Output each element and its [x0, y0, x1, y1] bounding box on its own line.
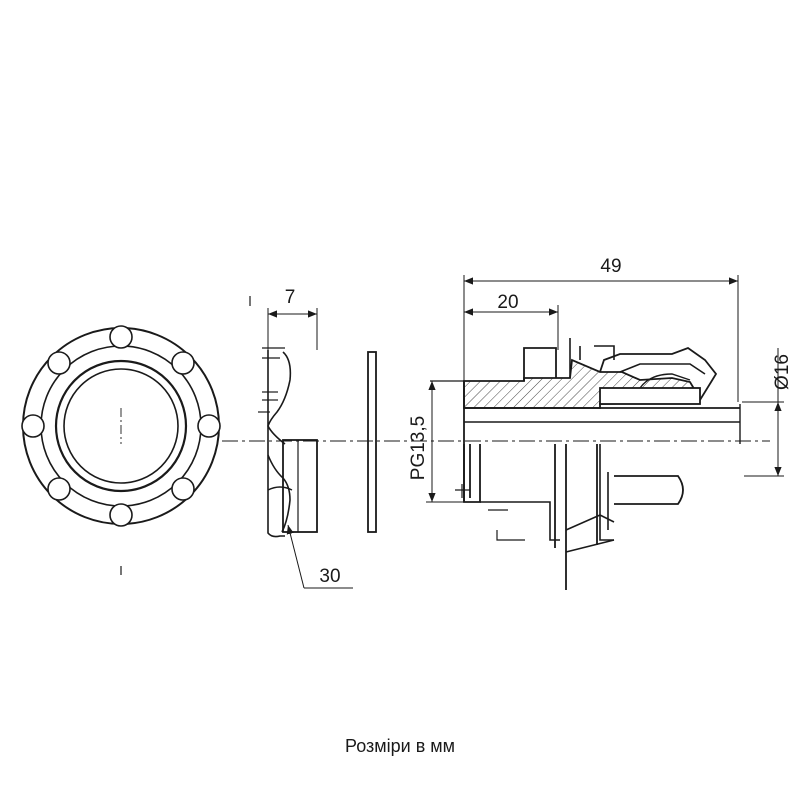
dimension-length-49-label: 49 [600, 256, 621, 277]
dimension-rib-30-label: 30 [319, 566, 340, 587]
front-view [21, 325, 221, 575]
dimension-width-7-label: 7 [285, 287, 296, 308]
dimension-length-20-label: 20 [497, 292, 518, 313]
dimension-thread-pg-label: PG13,5 [408, 416, 429, 480]
units-caption: Розміри в мм [344, 736, 456, 756]
dimension-diameter-16-label: Ø16 [772, 354, 793, 390]
dimension-length-49: 49 [463, 256, 739, 402]
nut-side-view [249, 296, 318, 538]
front-view-grip-ribs [21, 325, 221, 527]
gland-body-section [430, 338, 741, 590]
dimension-length-20: 20 [464, 292, 559, 350]
dimension-width-7: 7 [267, 287, 318, 350]
dimension-diameter-16: Ø16 [742, 348, 793, 477]
dimension-thread-pg: PG13,5 [408, 381, 470, 503]
sealing-washer [367, 351, 377, 533]
dimension-rib-30: 30 [286, 524, 353, 589]
